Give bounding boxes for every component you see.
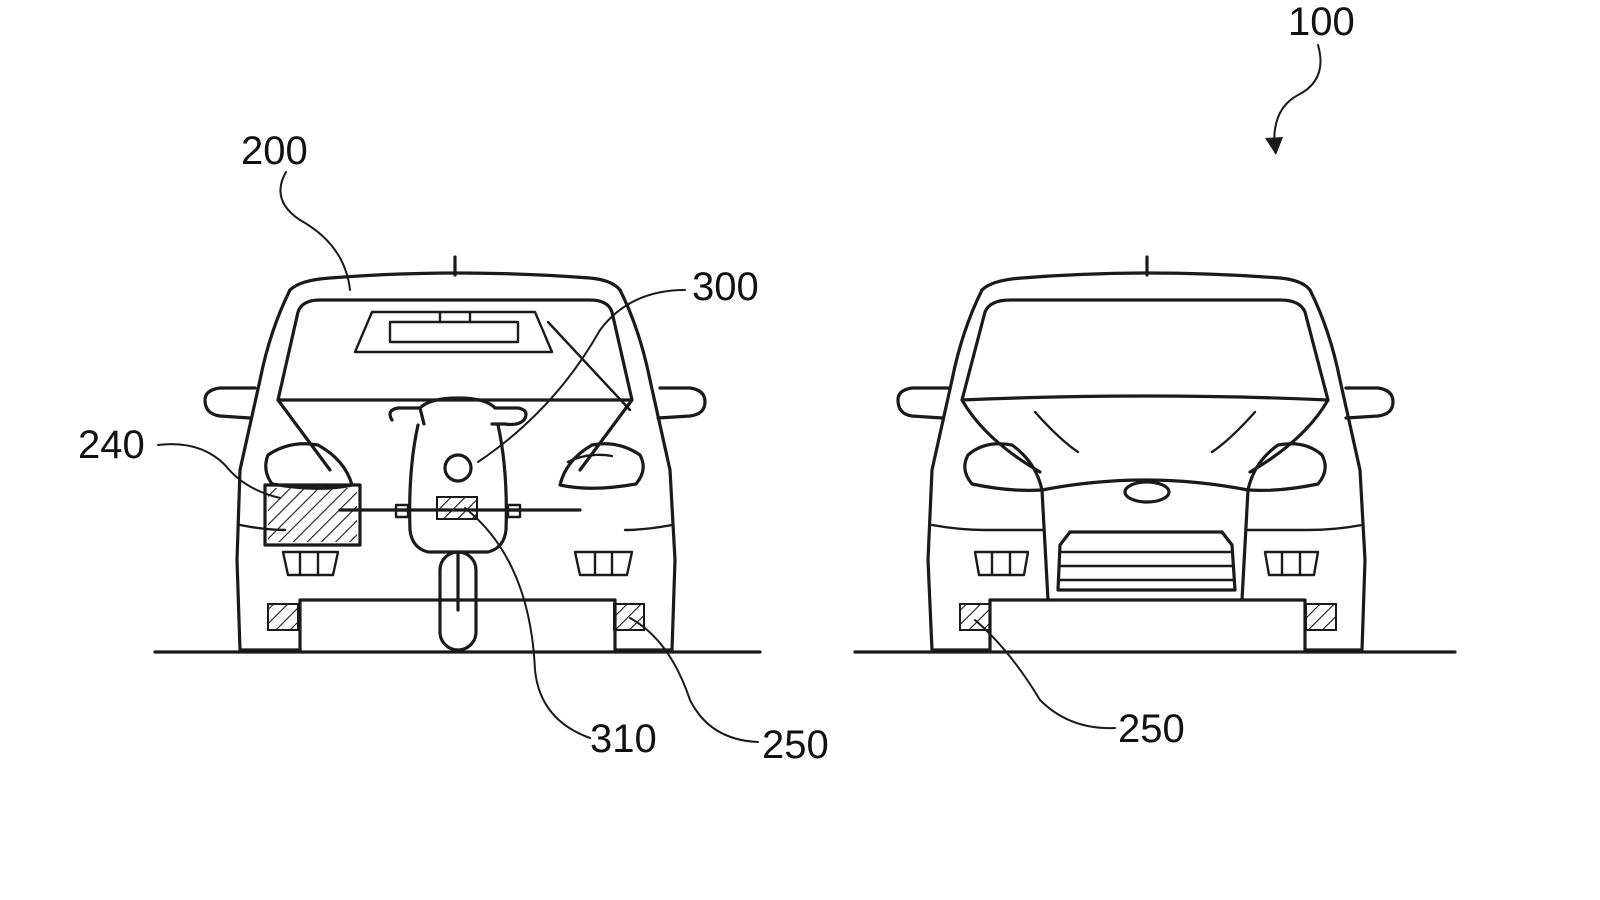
wheel-sensor-right-rear — [613, 603, 645, 631]
leader-200 — [279, 171, 351, 291]
motorcycle-unit — [436, 496, 478, 520]
wheel-sensor-left-rear — [267, 603, 299, 631]
vehicle-front-view — [896, 255, 1395, 652]
leader-250-left — [629, 617, 759, 743]
leader-240 — [157, 443, 281, 499]
container-box — [263, 483, 362, 547]
motorcycle — [388, 396, 528, 652]
label-100: 100 — [1288, 0, 1355, 44]
label-200: 200 — [241, 129, 308, 173]
label-310: 310 — [590, 717, 657, 761]
vehicle-rear-view — [203, 255, 707, 652]
leader-250-right — [974, 619, 1116, 730]
wheel-sensor-left-front — [959, 603, 991, 631]
leader-100 — [1273, 44, 1322, 153]
leader-310 — [464, 507, 591, 739]
leader-300 — [477, 289, 686, 463]
label-240: 240 — [78, 423, 145, 467]
arrowhead-100 — [1265, 137, 1283, 155]
label-300: 300 — [692, 265, 759, 309]
label-250-right: 250 — [1118, 707, 1185, 751]
label-250-left: 250 — [762, 723, 829, 767]
wheel-sensor-right-front — [1305, 603, 1337, 631]
